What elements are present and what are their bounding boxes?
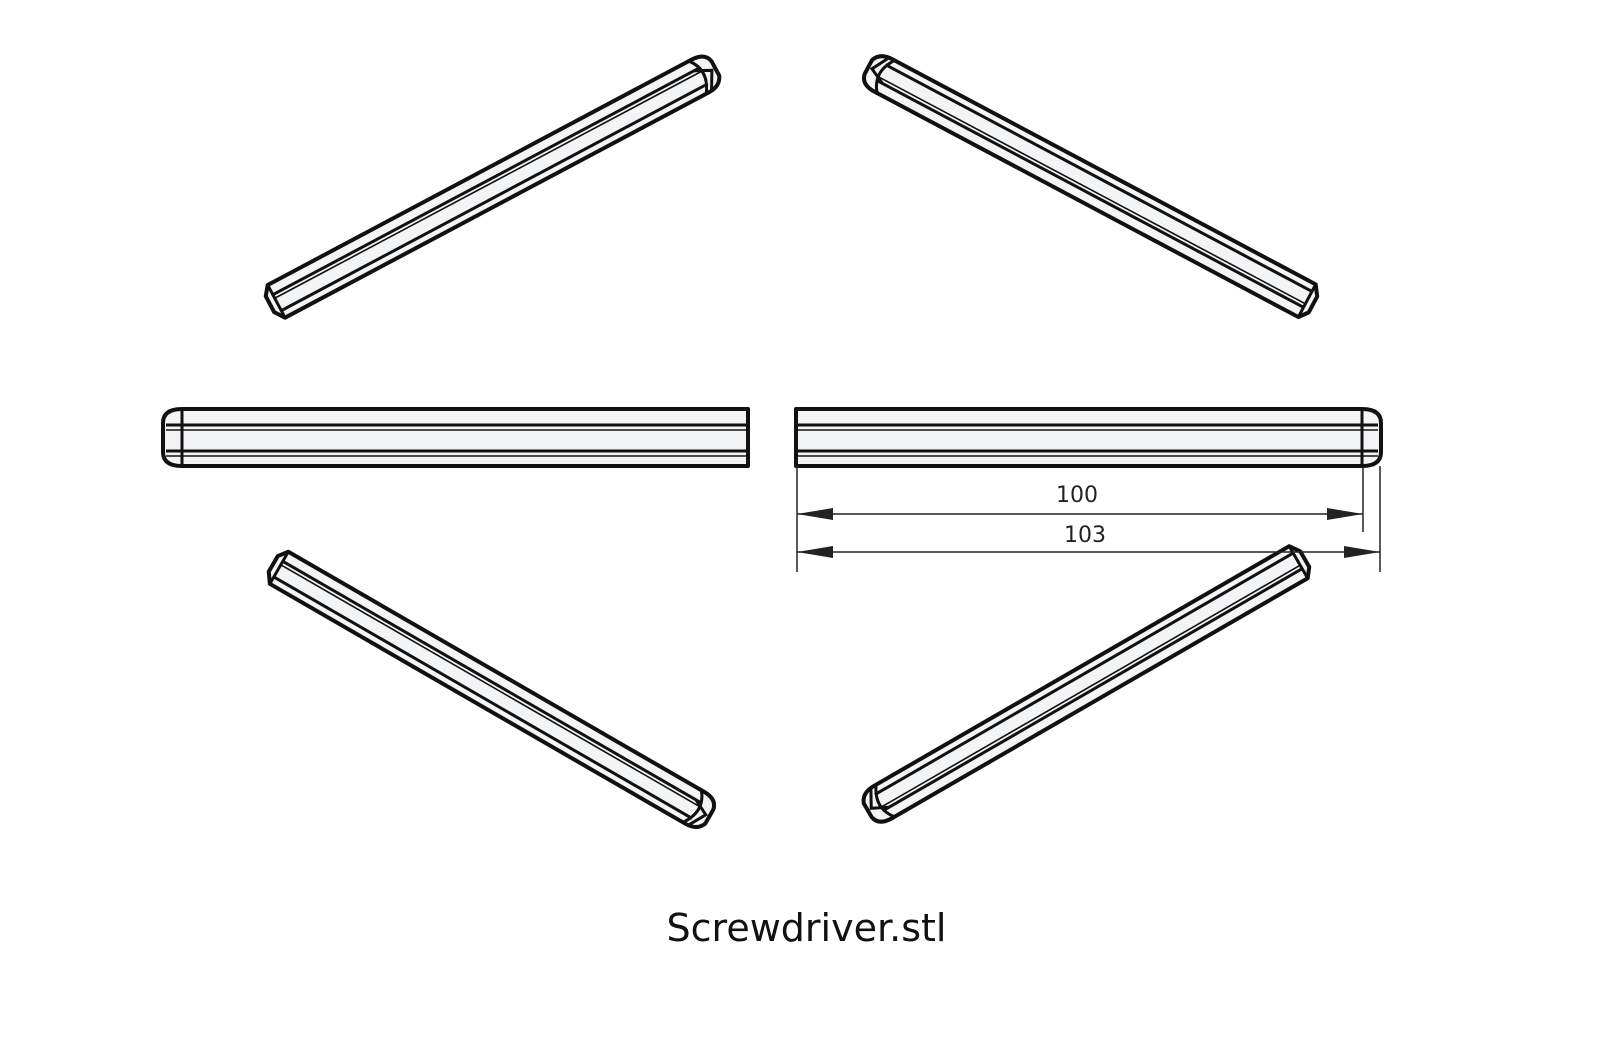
dimension-annotations: 100 103	[796, 466, 1381, 572]
drawing-title: Screwdriver.stl	[666, 906, 947, 950]
arrow-icon	[1344, 546, 1380, 558]
rod-view-side-left	[161, 407, 750, 468]
arrow-icon	[797, 508, 833, 520]
arrow-icon	[797, 546, 833, 558]
rod-view-side-right	[794, 407, 1383, 468]
rod-view-bottom-right	[856, 540, 1316, 829]
dimension-label-100: 100	[1056, 483, 1098, 508]
rod-view-bottom-left	[261, 546, 721, 835]
rod-view-top-left	[262, 52, 724, 321]
rod-view-top-right	[860, 51, 1322, 320]
dimension-label-103: 103	[1064, 523, 1106, 548]
arrow-icon	[1327, 508, 1363, 520]
